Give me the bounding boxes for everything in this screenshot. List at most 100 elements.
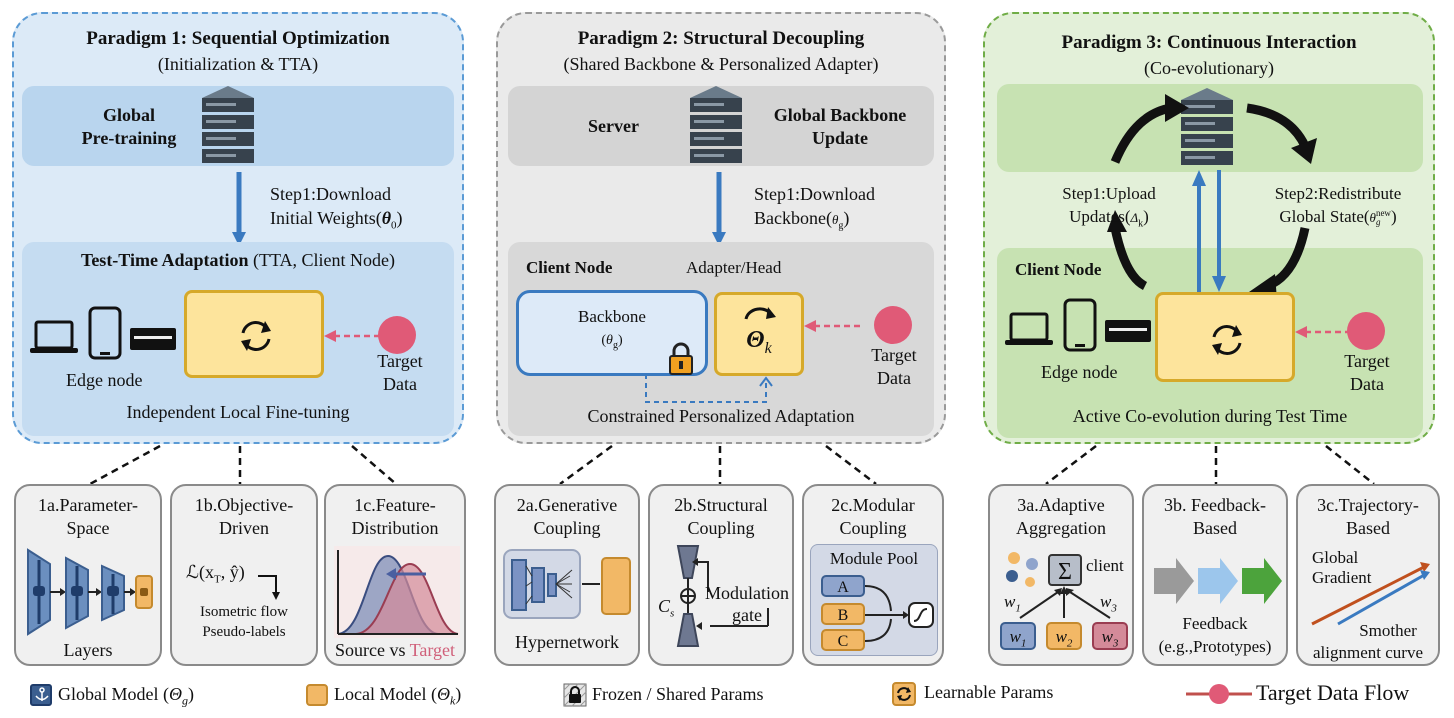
refresh-icon: [241, 321, 271, 351]
local-model-box: [184, 290, 324, 378]
s1a-line2: Space: [66, 518, 110, 538]
target-line1: Target: [1344, 351, 1390, 371]
s2a-line1: 2a.Generative: [516, 495, 618, 515]
smoother-curve-label: Smother alignment curve: [1298, 620, 1438, 664]
theta-sub: 0: [391, 219, 397, 232]
s1c-line2: Distribution: [351, 518, 439, 538]
subpanel-1b-title: 1b.Objective-Driven: [172, 494, 316, 540]
theta-sub: g: [1375, 217, 1381, 228]
grad-line2: Gradient: [1312, 568, 1372, 587]
feedback-caption-line1: Feedback: [1182, 614, 1248, 633]
tta-title-bold: Test-Time Adaptation: [80, 250, 249, 270]
paradigm2-step-label: Step1:Download Backbone(θg): [754, 184, 875, 232]
global-pretraining-line2: Pre-training: [81, 128, 177, 148]
w3-box-letter: w: [1101, 627, 1113, 646]
theta-symbol: θ: [1369, 210, 1376, 225]
paradigm1-step-label: Step1:Download Initial Weights(θ0): [270, 184, 403, 232]
cs-letter: C: [658, 596, 671, 616]
w3-box-sub: 3: [1112, 637, 1119, 650]
module-pool-label: Module Pool: [829, 549, 919, 568]
paradigm1-step-line2: Initial Weights(: [270, 208, 382, 228]
target-line1: Target: [871, 345, 917, 365]
target-data-dot: [874, 306, 912, 344]
step1-line1: Step1:Upload: [1062, 184, 1156, 203]
paradigm2-step-line2: Backbone(: [754, 208, 832, 228]
s3c-line1: 3c.Trajectory-: [1317, 495, 1419, 515]
legend-learnable: Learnable Params: [924, 682, 1054, 702]
legend-local-text: Local Model (: [334, 684, 437, 704]
formula-head: ℒ(x: [186, 562, 214, 582]
adapter-theta-box: Θk: [714, 292, 804, 376]
step2-line2: Global State(: [1279, 207, 1370, 226]
update-line1: Global Backbone: [773, 105, 907, 125]
server-icon: [1181, 88, 1233, 165]
adapter-head-label: Adapter/Head: [686, 258, 782, 277]
theta-sup: new: [1375, 208, 1391, 219]
global-pretraining-label: Global Pre-training: [64, 104, 194, 150]
global-gradient-label: Global Gradient: [1312, 548, 1371, 588]
paradigm3-panel: Paradigm 3: Continuous Interaction (Co-e…: [983, 12, 1435, 444]
module-pool: Module Pool A B C: [810, 544, 938, 656]
subpanel-3c: 3c.Trajectory-Based Global Gradient Smot…: [1296, 484, 1440, 666]
target-line2: Data: [1350, 374, 1384, 394]
server-icon: [202, 86, 254, 163]
weight-box-2: w2: [1046, 622, 1082, 650]
objective-notes: Isometric flow Pseudo-labels: [172, 602, 316, 642]
legend-global-model: Global Model (Θg): [58, 684, 194, 708]
feedback-arrows-icon: [1154, 558, 1282, 604]
hypernetwork-caption: Hypernetwork: [515, 632, 619, 652]
target-flow-arrow-icon: [324, 330, 384, 342]
w3-sub: 3: [1111, 602, 1117, 615]
aggregation-arrows-icon: [1019, 586, 1111, 619]
download-arrow-icon: [232, 172, 246, 246]
s3a-line1: 3a.Adaptive: [1017, 495, 1105, 515]
backbone-theta-sub: g: [612, 339, 618, 351]
weight-label-1: w1: [1004, 592, 1021, 614]
layers-icon: [27, 548, 153, 636]
s2b-line1: 2b.Structural: [674, 495, 768, 515]
subpanel-3b-title: 3b. Feedback- Based: [1144, 494, 1286, 540]
theta-symbol: θ: [831, 212, 839, 227]
w1-box-sub: 1: [1020, 637, 1027, 650]
frozen-lock-icon: [563, 683, 587, 707]
local-model-swatch-icon: [306, 684, 328, 706]
module-a: A: [821, 575, 865, 597]
paradigm1-panel: Paradigm 1: Sequential Optimization (Ini…: [12, 12, 464, 444]
paradigm1-footer: Independent Local Fine-tuning: [126, 402, 350, 422]
local-model-box: [1155, 292, 1295, 382]
step2-line1: Step2:Redistribute: [1274, 184, 1402, 203]
sum-icon: Σ: [1048, 554, 1082, 586]
weight-box-1: w1: [1000, 622, 1036, 650]
paradigm3-subtitle: (Co-evolutionary): [1144, 58, 1274, 78]
rotate-icon: [744, 307, 776, 320]
subpanel-3b: 3b. Feedback-Based Feedback (e.g.,Protot…: [1142, 484, 1288, 666]
paradigm2-subtitle: (Shared Backbone & Personalized Adapter): [563, 54, 879, 74]
distribution-curves-icon: [334, 546, 460, 638]
paradigm1-step-line1: Step1:Download: [270, 184, 391, 204]
s3a-line2: Aggregation: [1016, 518, 1106, 538]
modulation-gate-icon: [676, 545, 769, 647]
layers-caption: Layers: [63, 640, 113, 660]
subpanel-1a: 1a.Parameter-Space Layers: [14, 484, 162, 666]
module-router-icon: [864, 585, 934, 642]
target-line2: Data: [383, 374, 417, 394]
s3b-line2: Based: [1193, 518, 1237, 538]
s1c-line1: 1c.Feature-: [354, 495, 436, 515]
lock-icon: [669, 342, 693, 375]
subpanel-3c-title: 3c.Trajectory-Based: [1298, 494, 1438, 540]
curve-line2: alignment curve: [1313, 643, 1423, 662]
subpanel-1c: 1c.Feature-Distribution Source vs Target: [324, 484, 466, 666]
global-backbone-update-label: Global Backbone Update: [760, 104, 920, 150]
w1-box-letter: w: [1009, 627, 1021, 646]
subpanel-1a-title: 1a.Parameter-Space: [16, 494, 160, 540]
loss-formula: ℒ(xT, ŷ): [186, 562, 245, 586]
cs-sub: s: [670, 607, 675, 620]
paradigm2-title: Paradigm 2: Structural Decoupling: [577, 28, 865, 49]
refresh-icon: [1212, 325, 1242, 355]
s1b-line1: 1b.Objective-: [194, 495, 294, 515]
s3b-line1: 3b. Feedback-: [1164, 495, 1266, 515]
target-line1: Target: [377, 351, 423, 371]
gate-line1: Modulation: [705, 583, 789, 603]
